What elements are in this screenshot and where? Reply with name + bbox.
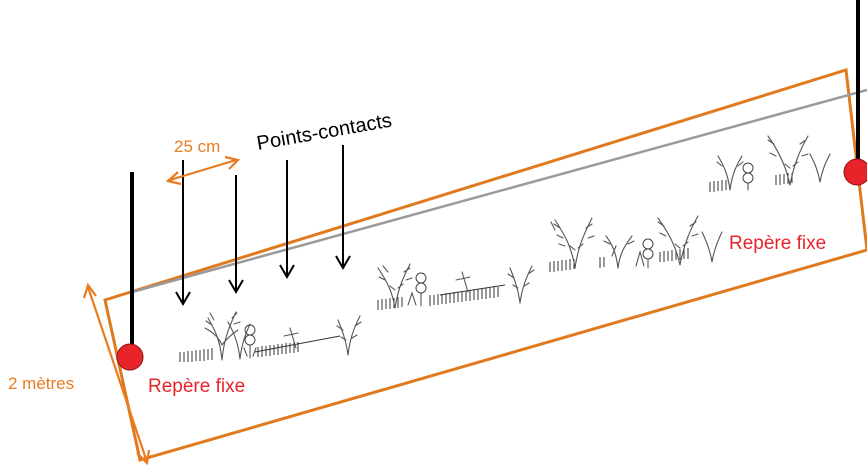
point-contact-arrows: [175, 145, 351, 306]
spacing-label: 25 cm: [174, 137, 220, 156]
vegetation-cluster: [549, 215, 723, 272]
vegetation-cluster: [377, 263, 535, 310]
transect-line: [131, 88, 867, 294]
width-dimension: [82, 282, 151, 466]
points-contacts-label: Points-contacts: [255, 110, 393, 155]
vegetation-cluster: [709, 135, 831, 192]
vegetation-cluster: [179, 311, 362, 362]
fixed-marker-right: [843, 158, 867, 186]
spacing-dimension: [165, 155, 241, 186]
fixed-marker-left-label: Repère fixe: [148, 376, 245, 397]
fixed-marker-right-label: Repère fixe: [729, 233, 826, 254]
fixed-marker-left: [116, 343, 144, 371]
width-label: 2 mètres: [8, 374, 74, 393]
sampling-frame: [103, 68, 867, 462]
